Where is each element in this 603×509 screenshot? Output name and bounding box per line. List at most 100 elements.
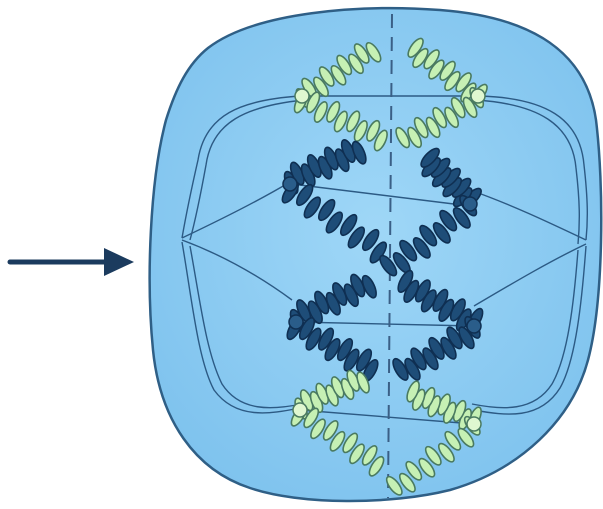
chromosome-dark-lower-right: [392, 269, 484, 381]
chromosome-coil: [406, 380, 420, 403]
spindle-fiber: [189, 99, 305, 241]
spindle-fiber: [479, 95, 589, 241]
chromosome-coil: [333, 110, 348, 133]
spindle-fiber: [471, 249, 579, 409]
chromosome-coil: [462, 96, 478, 119]
metaphase-plate-line: [387, 13, 393, 499]
chromosome-coil: [423, 49, 440, 70]
chromosome-light-bottom-left: [290, 369, 385, 477]
chromosome-coil: [325, 211, 344, 234]
centromere: [282, 176, 298, 192]
chromosome-coil: [392, 357, 409, 381]
spindle-fiber: [189, 245, 303, 409]
chromosome-coil: [405, 460, 423, 481]
chromosome-coil: [439, 60, 456, 81]
chromosome-coil: [404, 357, 421, 381]
chromosome-coil: [336, 338, 354, 362]
centromere: [288, 314, 304, 330]
chromosome-coil: [379, 254, 398, 277]
chromosome-coil: [413, 116, 429, 139]
chromosome-coil: [303, 196, 322, 219]
chromosome-coil: [397, 269, 414, 294]
chromosome-light-top-right: [395, 37, 488, 149]
chromosome-coil: [437, 442, 455, 463]
chromosome-coil: [339, 213, 358, 237]
spindle-fiber: [291, 183, 471, 207]
chromosome-coil: [310, 418, 326, 440]
chromosome-coil: [322, 420, 339, 441]
chromosome-coil: [444, 430, 462, 451]
chromosome-coil: [412, 47, 429, 69]
arrow-right-icon: [7, 248, 134, 276]
spindle-fiber: [181, 241, 301, 414]
chromosome-coil: [385, 475, 403, 496]
chromosome-coil: [313, 101, 328, 123]
spindle-fiber: [475, 99, 581, 245]
chromosome-coil: [356, 371, 370, 394]
spindle-fiber: [181, 181, 291, 239]
chromosome-coil: [342, 432, 359, 454]
centromere: [470, 88, 486, 104]
chromosome-coil: [425, 116, 441, 139]
centromere: [292, 402, 308, 418]
chromosome-coil: [330, 64, 347, 86]
chromosome-coil: [419, 224, 438, 247]
chromosome-coil: [368, 455, 385, 477]
chromosome-coil: [353, 43, 370, 64]
spindle-fiber: [473, 245, 587, 415]
chromosome-coil: [455, 72, 472, 93]
chromosome-coil: [349, 443, 365, 465]
chromosome-coil: [439, 209, 458, 232]
chromosome-coil: [305, 327, 322, 351]
chromosome-coil: [420, 147, 440, 168]
centromere: [294, 88, 310, 104]
chromosome-coil: [303, 407, 320, 429]
chromosome-light-bottom-right: [385, 380, 482, 496]
spindle-fiber: [181, 239, 293, 301]
chromosome-coil: [306, 91, 321, 114]
chromosome-light-top-left: [293, 41, 388, 152]
chromosome-coil: [452, 207, 471, 229]
chromosome-coil: [428, 336, 445, 360]
chromosome-dark-upper-left: [281, 139, 388, 264]
chromosome-coil: [343, 348, 360, 372]
chromosome-coil: [313, 76, 329, 98]
chromosome-coil: [317, 327, 335, 351]
chromosome-coil: [398, 472, 416, 493]
chromosome-group: [281, 37, 488, 496]
spindle-fiber: [295, 321, 475, 327]
spindle-fiber: [469, 189, 587, 241]
chromosome-coil: [317, 198, 336, 222]
chromosome-coil: [422, 347, 439, 371]
chromosome-coil: [410, 347, 427, 371]
chromosome-coil: [440, 336, 457, 360]
chromosome-coil: [355, 348, 373, 372]
chromosome-coil: [346, 110, 361, 133]
chromosome-coil: [407, 37, 424, 58]
chromosome-coil: [336, 54, 353, 76]
chromosome-coil: [458, 326, 475, 350]
chromosome-coil: [450, 96, 466, 119]
chromosome-coil: [361, 228, 380, 252]
chromosome-coil: [444, 70, 461, 92]
centromere: [462, 196, 478, 212]
spindle-fiber: [181, 95, 301, 239]
chromosome-coil: [418, 457, 436, 478]
chromosome-coil: [348, 53, 364, 75]
spindle-fiber: [473, 243, 587, 307]
chromosome-coil: [347, 226, 366, 249]
chromosome-coil: [395, 126, 411, 149]
chromosome-coil: [361, 274, 377, 299]
chromosome-coil: [424, 445, 442, 466]
chromosome-coil: [326, 100, 341, 123]
centromere: [466, 416, 482, 432]
chromosome-coil: [428, 59, 445, 80]
chromosome-coil: [432, 106, 448, 129]
chromosome-coil: [295, 183, 314, 207]
chromosome-dark-upper-right: [379, 147, 482, 277]
chromosome-coil: [351, 140, 367, 165]
chromosome-dark-lower-left: [286, 273, 379, 383]
chromosome-coil: [324, 338, 341, 362]
